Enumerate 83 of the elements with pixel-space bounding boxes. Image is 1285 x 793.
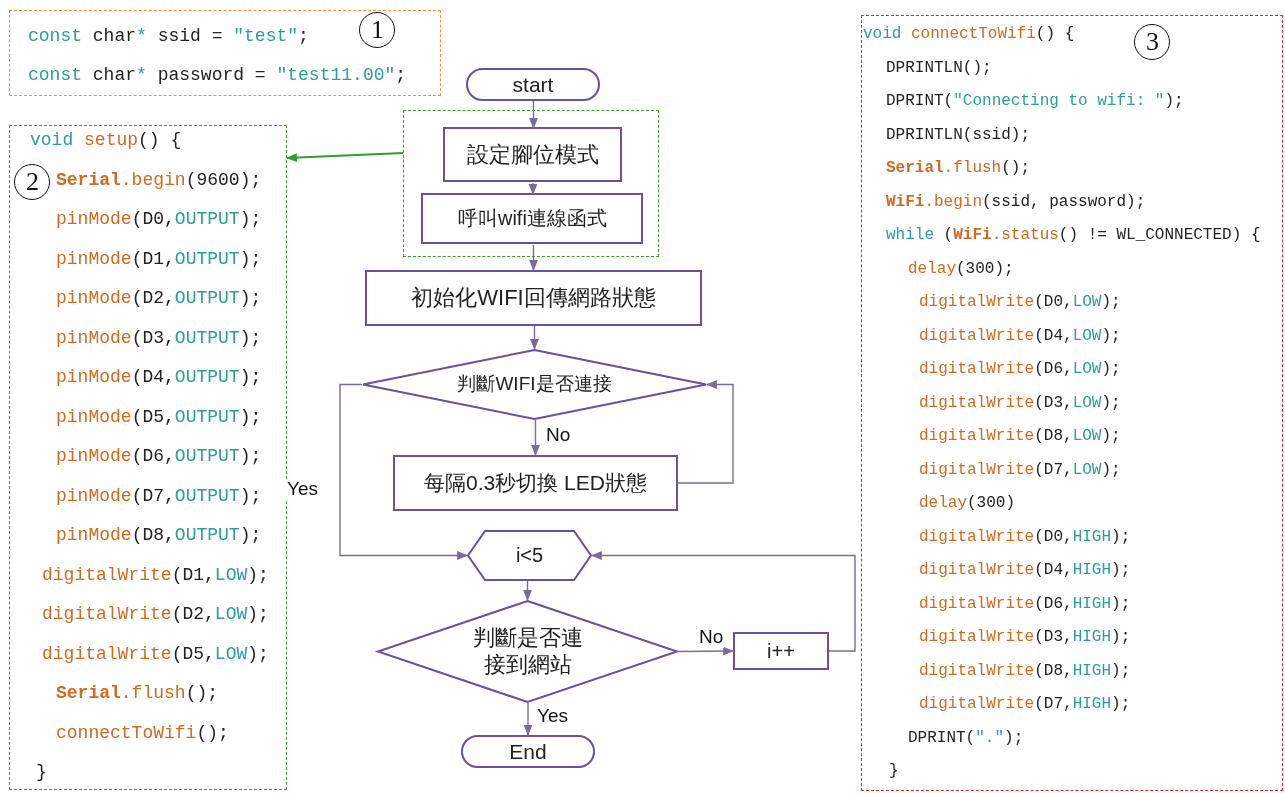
arrow — [285, 152, 404, 162]
arrow — [523, 702, 533, 737]
process-box — [443, 127, 623, 183]
code-line: delay(300); — [908, 260, 1014, 277]
terminator-box — [461, 735, 595, 768]
code-line: DPRINTLN(); — [886, 59, 992, 76]
process-box — [421, 193, 644, 245]
code-line: DPRINT("."); — [908, 729, 1024, 746]
code-line: Serial.flush(); — [886, 160, 1031, 176]
code-line: pinMode(D0,OUTPUT); — [56, 210, 262, 228]
code-line: digitalWrite(D3,LOW); — [919, 394, 1121, 411]
code-panel — [861, 15, 1283, 791]
code-line: pinMode(D7,OUTPUT); — [56, 486, 262, 505]
node-label: i<5 — [515, 544, 544, 567]
decision-diamond — [377, 600, 678, 703]
arrow — [677, 646, 735, 656]
arrow — [531, 419, 540, 457]
node-label: 每隔0.3秒切換 LED狀態 — [424, 470, 647, 496]
loop-hexagon — [467, 530, 592, 581]
code-line: digitalWrite(D5,LOW); — [42, 644, 269, 663]
code-line: Serial.begin(9600); — [56, 170, 262, 189]
code-line: digitalWrite(D0,LOW); — [919, 294, 1121, 310]
process-box — [733, 632, 829, 670]
node-label: 設定腳位模式 — [466, 140, 599, 169]
node-label: 初始化WIFI回傳網路狀態 — [411, 284, 656, 312]
terminator-box — [466, 68, 600, 101]
code-line: digitalWrite(D0,HIGH); — [919, 528, 1131, 545]
code-line: digitalWrite(D4,LOW); — [919, 327, 1121, 344]
code-line: digitalWrite(D8,HIGH); — [919, 662, 1131, 679]
arrow — [529, 244, 538, 272]
code-line: digitalWrite(D2,LOW); — [42, 605, 269, 623]
arrow — [529, 100, 538, 130]
arrow — [523, 580, 532, 602]
code-line: digitalWrite(D4,HIGH); — [919, 562, 1131, 578]
code-line: DPRINT("Connecting to wifi: "); — [886, 93, 1184, 109]
code-line: digitalWrite(D6,HIGH); — [919, 595, 1131, 612]
code-line: void connectToWifi() { — [863, 26, 1075, 42]
code-line: pinMode(D2,OUTPUT); — [56, 289, 262, 307]
code-line: } — [889, 763, 899, 779]
process-box — [393, 455, 678, 511]
code-line: digitalWrite(D7,LOW); — [919, 461, 1121, 478]
code-line: const char* password = "test11.00"; — [28, 66, 407, 84]
code-line: pinMode(D1,OUTPUT); — [56, 249, 262, 268]
code-line: Serial.flush(); — [56, 684, 219, 702]
node-label: End — [509, 739, 547, 764]
arrow — [530, 325, 539, 351]
node-label: 判斷WIFI是否連接 — [457, 373, 612, 396]
callout-number: 1 — [370, 15, 384, 46]
code-line: digitalWrite(D8,LOW); — [919, 428, 1121, 444]
code-line: connectToWifi(); — [56, 723, 229, 742]
code-line: pinMode(D6,OUTPUT); — [56, 447, 262, 465]
code-line: pinMode(D8,OUTPUT); — [56, 526, 262, 544]
callout-number: 3 — [1145, 27, 1159, 58]
code-line: digitalWrite(D7,HIGH); — [919, 696, 1131, 712]
code-line: while (WiFi.status() != WL_CONNECTED) { — [886, 227, 1261, 243]
code-line: DPRINTLN(ssid); — [886, 126, 1031, 143]
code-line: } — [36, 763, 47, 781]
edge-label: No — [698, 627, 725, 648]
code-line: WiFi.begin(ssid, password); — [886, 193, 1146, 210]
code-panel — [9, 125, 287, 790]
code-line: pinMode(D4,OUTPUT); — [56, 368, 262, 386]
node-label: 呼叫wifi連線函式 — [457, 206, 607, 232]
code-line: void setup() { — [30, 131, 182, 149]
code-line: pinMode(D3,OUTPUT); — [56, 328, 262, 347]
arrow — [339, 383, 469, 560]
node-label: start — [512, 72, 554, 97]
code-line: digitalWrite(D6,LOW); — [919, 361, 1121, 377]
edge-label: Yes — [286, 479, 319, 500]
arrow — [677, 380, 734, 484]
decision-diamond — [362, 349, 707, 420]
code-line: pinMode(D5,OUTPUT); — [56, 407, 262, 426]
code-line: digitalWrite(D1,LOW); — [42, 565, 269, 584]
process-box — [365, 270, 702, 326]
code-panel — [9, 10, 441, 96]
group-frame — [403, 110, 659, 257]
code-line: const char* ssid = "test"; — [28, 27, 309, 45]
callout-number: 2 — [25, 167, 39, 198]
code-line: digitalWrite(D3,HIGH); — [919, 629, 1131, 645]
node-label: i++ — [767, 639, 795, 663]
arrow — [528, 182, 538, 196]
arrow — [590, 551, 856, 652]
code-line: delay(300) — [919, 495, 1016, 511]
node-label: 判斷是否連接到網站 — [471, 625, 584, 678]
